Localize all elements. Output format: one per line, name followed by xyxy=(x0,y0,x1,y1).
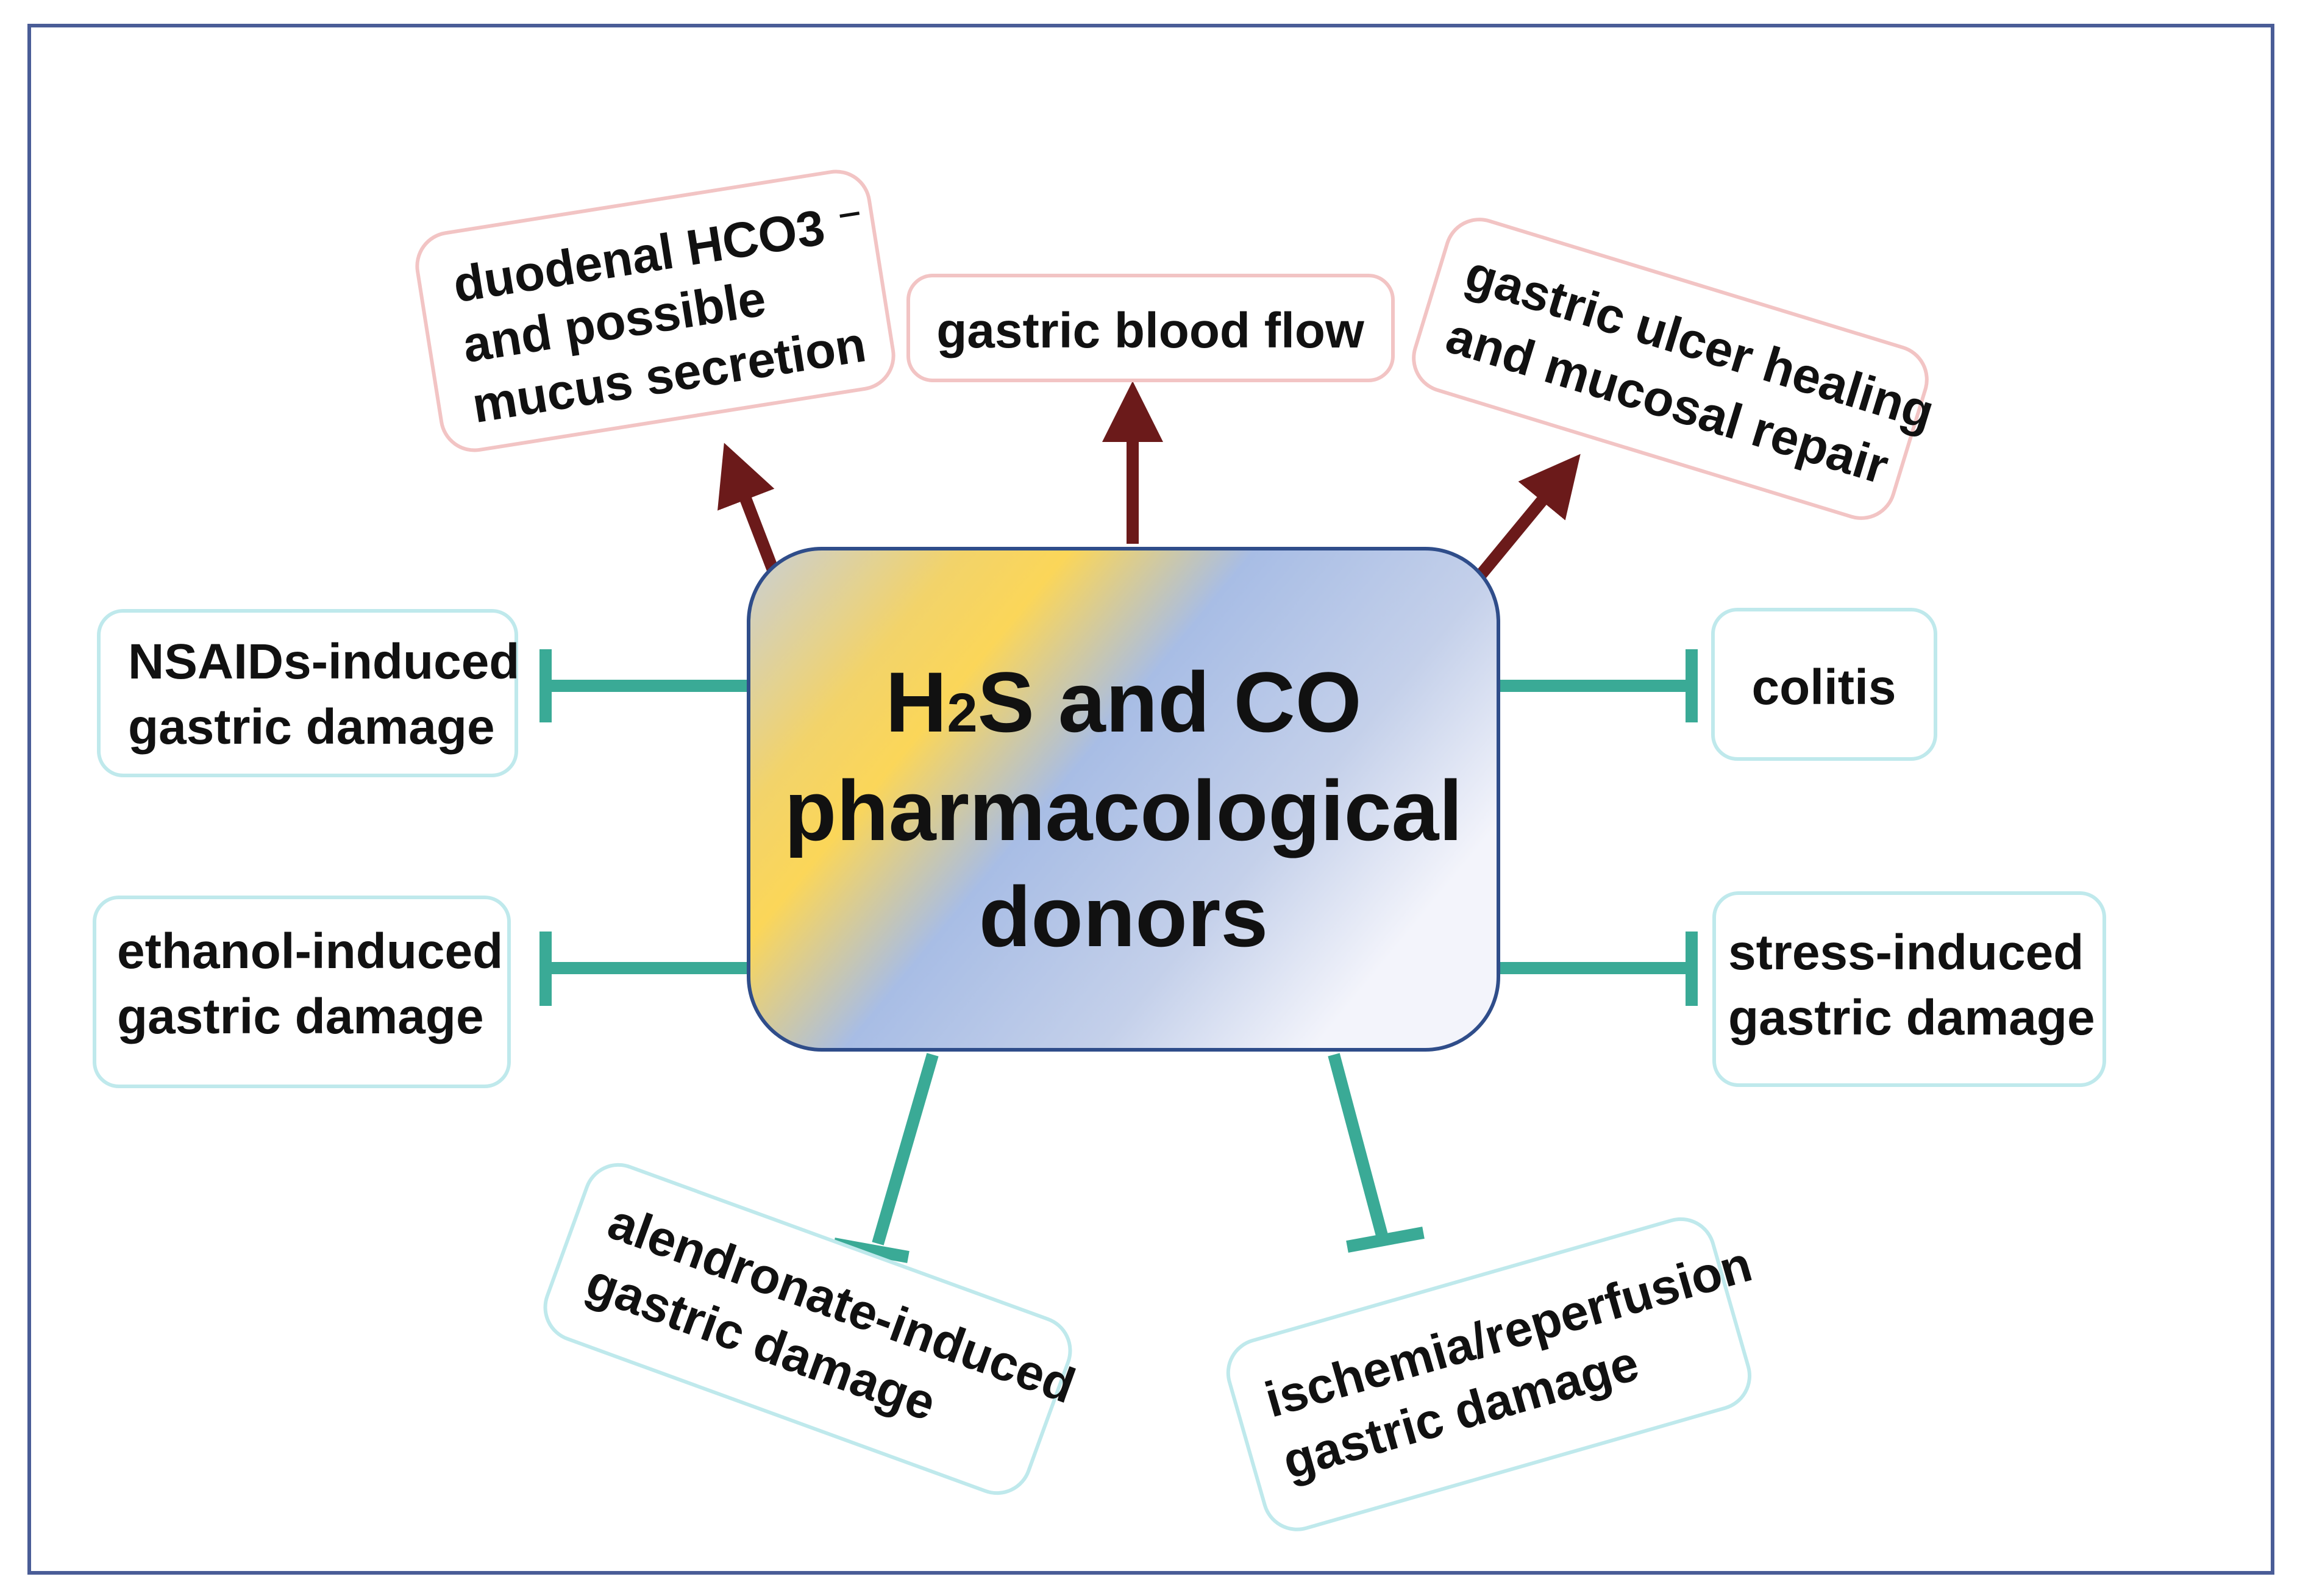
arrow-to-duodenal-secretion xyxy=(717,443,779,572)
center-title-line3: donors xyxy=(979,869,1268,964)
box-duodenal-secretion: duodenal HCO3 ⁻ and possible mucus secre… xyxy=(415,169,895,452)
nsaids-line1: NSAIDs-induced xyxy=(128,634,519,689)
center-node: H2S and CO pharmacological donors xyxy=(747,547,1500,1052)
colitis-label: colitis xyxy=(1752,660,1896,715)
ethanol-line1: ethanol-induced xyxy=(117,924,503,979)
box-blood-flow: gastric blood flow xyxy=(906,274,1395,382)
nsaids-line2: gastric damage xyxy=(128,699,495,755)
box-nsaids: NSAIDs-induced gastric damage xyxy=(97,609,519,777)
box-alendronate: alendronate-induced gastric damage xyxy=(543,1163,1082,1495)
inhibit-stress-connector xyxy=(1498,932,1698,1006)
center-title-line1: H2S and CO xyxy=(885,654,1361,750)
blood-flow-label: gastric blood flow xyxy=(936,303,1364,358)
box-stress: stress-induced gastric damage xyxy=(1712,891,2106,1087)
stress-line2: gastric damage xyxy=(1728,990,2095,1046)
stress-line1: stress-induced xyxy=(1728,925,2084,980)
box-ethanol: ethanol-induced gastric damage xyxy=(93,896,511,1088)
inhibit-colitis-connector xyxy=(1498,649,1698,722)
inhibit-nsaids-connector xyxy=(539,649,749,722)
box-ischemia: ischemia/reperfusion gastric damage xyxy=(1226,1217,1758,1531)
ethanol-line2: gastric damage xyxy=(117,989,484,1044)
arrow-to-ulcer-healing xyxy=(1473,454,1581,582)
center-title-line2: pharmacological xyxy=(785,763,1463,858)
outer-frame xyxy=(27,24,2274,1575)
inhibit-alendronate-connector xyxy=(833,1053,939,1263)
box-colitis: colitis xyxy=(1711,608,1937,761)
inhibit-ischemia-connector xyxy=(1328,1053,1425,1253)
box-ulcer-healing: gastric ulcer healing and mucosal repair xyxy=(1412,218,1940,520)
inhibit-ethanol-connector xyxy=(539,932,749,1006)
